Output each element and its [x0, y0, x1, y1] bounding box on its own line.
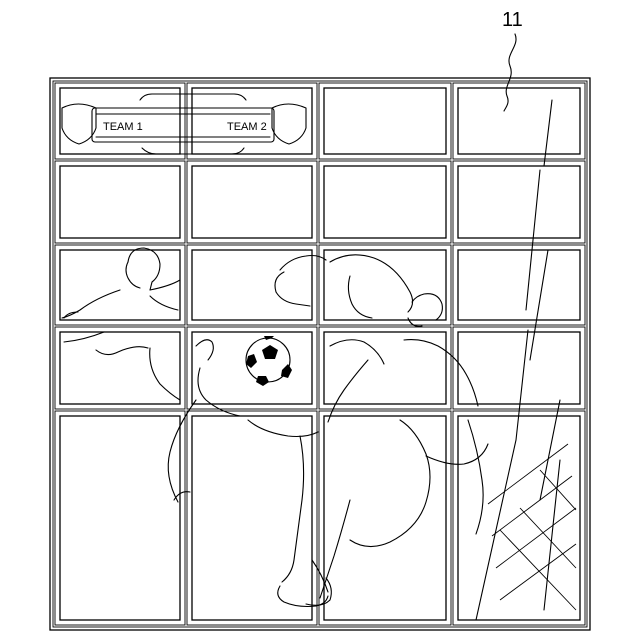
- leader-line: [504, 34, 516, 111]
- display-screen: [458, 166, 580, 238]
- display-screen: [324, 88, 446, 154]
- display-screen: [324, 166, 446, 238]
- display-screen: [60, 166, 180, 238]
- display-screen: [60, 416, 180, 620]
- display-tile: [55, 161, 185, 243]
- display-screen: [458, 88, 580, 154]
- display-screen: [192, 332, 312, 404]
- display-tile: [187, 161, 317, 243]
- scoreboard: TEAM 1 TEAM 2: [62, 94, 306, 154]
- team1-label: TEAM 1: [103, 121, 143, 133]
- display-tiles: [55, 83, 585, 625]
- display-tile: [319, 411, 451, 625]
- team-badge-icon: [62, 104, 96, 144]
- reference-numeral: 11: [502, 9, 523, 31]
- display-tile: [453, 245, 585, 325]
- goal-net: [476, 100, 576, 620]
- display-tile: [55, 411, 185, 625]
- display-screen: [60, 332, 180, 404]
- display-screen: [192, 250, 312, 320]
- display-tile: [453, 327, 585, 409]
- display-screen: [192, 416, 312, 620]
- display-tile: [187, 245, 317, 325]
- display-screen: [458, 416, 580, 620]
- display-tile: [319, 327, 451, 409]
- display-screen: [60, 250, 180, 320]
- display-tile: [319, 83, 451, 159]
- display-screen: [458, 250, 580, 320]
- display-screen: [192, 166, 312, 238]
- display-tile: [319, 245, 451, 325]
- display-tile: [187, 411, 317, 625]
- display-tile: [453, 411, 585, 625]
- team-badge-icon: [272, 104, 306, 144]
- player-right: [306, 255, 488, 606]
- soccer-ball-icon: [246, 336, 292, 386]
- team2-label: TEAM 2: [227, 121, 267, 133]
- display-tile: [453, 161, 585, 243]
- display-screen: [324, 416, 446, 620]
- display-screen: [458, 332, 580, 404]
- display-screen: [324, 250, 446, 320]
- player-left: [62, 248, 180, 400]
- display-tile: [453, 83, 585, 159]
- display-tile: [319, 161, 451, 243]
- display-tile: [55, 327, 185, 409]
